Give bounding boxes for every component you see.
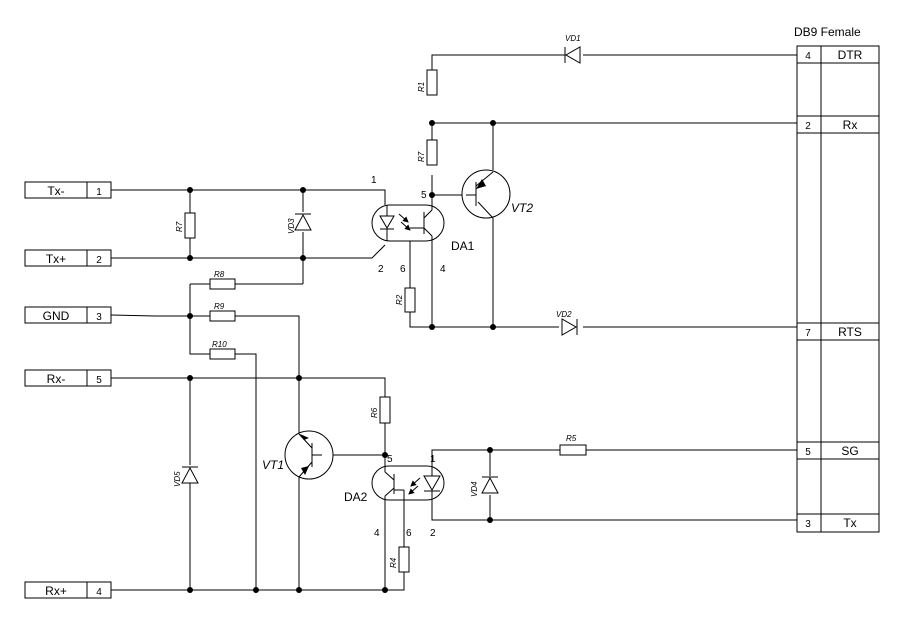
da2-pin-6: 6 [406,528,412,539]
label-da1: DA1 [451,239,475,253]
label-r1: R1 [417,82,426,92]
label-vt1: VT1 [262,458,284,472]
diodes [181,46,581,494]
diode-vd4 [481,476,499,494]
left-conn-label-txplus: Tx+ [46,252,66,266]
left-conn-pin: 5 [96,375,102,386]
label-r5: R5 [566,434,577,443]
label-r6: R6 [370,407,379,418]
da2-pin-5: 5 [387,454,393,465]
label-vd3: VD3 [287,218,296,234]
db9-pin-label-tx: Tx [843,516,856,530]
resistors [184,69,587,573]
label-vt2: VT2 [511,201,533,215]
left-conn-label-txminus: Tx- [47,184,64,198]
resistor-r1 [426,69,438,96]
da2-pin-4: 4 [374,528,380,539]
da1-pin-1: 1 [371,175,377,186]
db9-pin-num: 5 [805,447,811,458]
left-conn-pin: 2 [96,255,102,266]
left-conn-pin: 1 [96,187,102,198]
transistor-vt2 [461,169,511,219]
db9-pin-label-rts: RTS [838,325,862,339]
diode-vd5 [181,466,199,484]
da2-pin-2: 2 [430,528,436,539]
db9-pin-num: 2 [805,121,811,132]
resistor-r7-left [184,212,196,239]
resistor-r8 [209,278,236,290]
left-conn-pin: 3 [96,312,102,323]
db9-connector: DB9 Female 4 DTR 2 Rx 7 RTS 5 SG 3 Tx [794,25,880,533]
label-r10: R10 [212,340,227,349]
label-r4: R4 [389,557,398,568]
label-vd5: VD5 [173,471,182,487]
transistor-vt1 [284,430,334,480]
left-conn-label-gnd: GND [43,309,70,323]
resistor-r7 [426,139,438,166]
diode-vd2 [561,318,578,336]
optocoupler-da2 [371,455,445,501]
resistor-r9 [209,310,236,322]
label-vd4: VD4 [470,481,479,497]
label-r7-left: R7 [175,221,184,232]
label-r2: R2 [395,294,404,305]
resistor-r2 [404,287,416,313]
label-vd2: VD2 [556,310,572,319]
resistor-r4 [398,546,410,573]
wires [110,54,797,591]
db9-pin-label-sg: SG [841,444,858,458]
da1-pin-6: 6 [400,264,406,275]
label-r7: R7 [417,151,426,162]
db9-pin-num: 7 [805,328,811,339]
resistor-r5 [559,444,587,456]
da1-pin-5: 5 [421,190,427,201]
resistor-r6 [379,396,391,424]
da1-pin-4: 4 [440,264,446,275]
label-r8: R8 [214,270,225,279]
label-vd1: VD1 [565,34,581,43]
db9-pin-label-rx: Rx [843,118,858,132]
junctions [187,120,496,593]
left-conn-label-rxminus: Rx- [47,372,66,386]
db9-pin-num: 3 [805,519,811,530]
db9-pin-num: 4 [805,51,811,62]
da2-pin-1: 1 [430,454,436,465]
left-conn-label-rxplus: Rx+ [45,584,67,598]
labels: R7 R8 R9 R10 R1 R7 R2 R6 R4 R5 VD1 VD2 V… [173,34,581,568]
diode-vd3 [294,213,312,231]
label-da2: DA2 [344,490,368,504]
left-conn-pin: 4 [96,587,102,598]
db9-title: DB9 Female [794,25,861,39]
left-connector: Tx- 1 Tx+ 2 GND 3 Rx- 5 Rx+ 4 [24,181,112,599]
diode-vd1 [559,46,581,64]
db9-pin-label-dtr: DTR [838,48,863,62]
resistor-r10 [209,348,236,360]
da1-pin-2: 2 [378,264,384,275]
label-r9: R9 [214,302,225,311]
optocoupler-da1 [371,195,445,245]
